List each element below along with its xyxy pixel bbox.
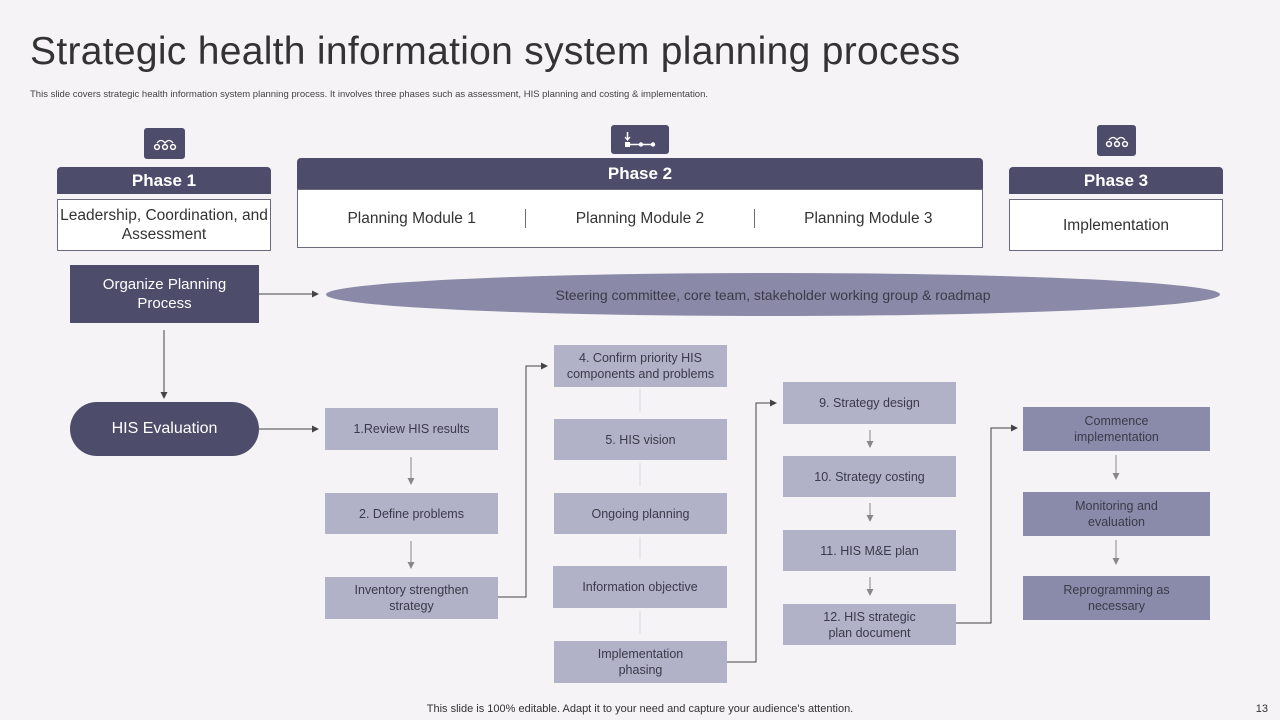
step-his-strategic-plan: 12. HIS strategic plan document xyxy=(783,604,956,645)
page-subtitle: This slide covers strategic health infor… xyxy=(30,89,709,100)
phase-3-body: Implementation xyxy=(1009,199,1223,251)
page-number: 13 xyxy=(1255,703,1268,715)
phase-1-body: Leadership, Coordination, and Assessment xyxy=(57,199,271,251)
step-inventory-strategy: Inventory strengthen strategy xyxy=(325,577,498,619)
phase-1-header: Phase 1 xyxy=(57,167,271,194)
step-strategy-design: 9. Strategy design xyxy=(783,382,956,424)
step-confirm-priority: 4. Confirm priority HIS components and p… xyxy=(554,345,727,387)
steering-ellipse: Steering committee, core team, stakehold… xyxy=(326,273,1220,316)
step-define-problems: 2. Define problems xyxy=(325,493,498,534)
step-implementation-phasing: Implementation phasing xyxy=(554,641,727,683)
step-commence-implementation: Commence implementation xyxy=(1023,407,1210,451)
process-flow-icon xyxy=(611,125,669,154)
planning-module-2: Planning Module 2 xyxy=(526,209,755,228)
step-review-his-results: 1.Review HIS results xyxy=(325,408,498,450)
his-evaluation-pill: HIS Evaluation xyxy=(70,402,259,456)
step-ongoing-planning: Ongoing planning xyxy=(554,493,727,534)
step-his-vision: 5. HIS vision xyxy=(554,419,727,460)
people-group-icon xyxy=(144,128,185,159)
phase-2-header: Phase 2 xyxy=(297,158,983,189)
step-information-objective: Information objective xyxy=(553,566,727,608)
step-monitoring-evaluation: Monitoring and evaluation xyxy=(1023,492,1210,536)
phase-2-modules: Planning Module 1 Planning Module 2 Plan… xyxy=(297,189,983,248)
planning-module-3: Planning Module 3 xyxy=(804,210,933,227)
step-his-me-plan: 11. HIS M&E plan xyxy=(783,530,956,571)
organize-planning-box: Organize Planning Process xyxy=(70,265,259,323)
footer-note: This slide is 100% editable. Adapt it to… xyxy=(426,703,854,715)
step-strategy-costing: 10. Strategy costing xyxy=(783,456,956,497)
phase-3-header: Phase 3 xyxy=(1009,167,1223,194)
page-title: Strategic health information system plan… xyxy=(30,30,961,73)
planning-module-1: Planning Module 1 xyxy=(298,209,527,228)
step-reprogramming: Reprogramming as necessary xyxy=(1023,576,1210,620)
people-group-icon xyxy=(1097,125,1136,156)
